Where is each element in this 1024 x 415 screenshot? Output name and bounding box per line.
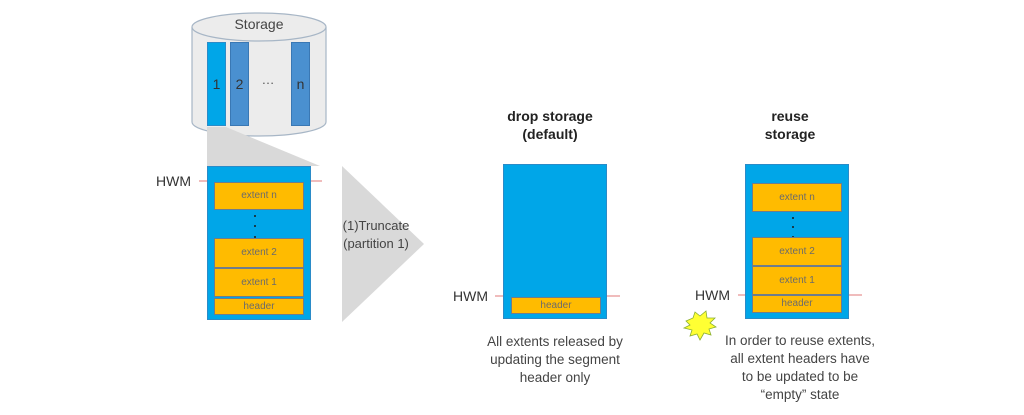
reuse-storage-title-line-1: reuse — [771, 108, 809, 124]
partition-2-label: 2 — [235, 76, 244, 92]
ellipsis-dot — [254, 236, 256, 238]
reuse-storage-caption: In order to reuse extents, all extent he… — [700, 332, 900, 404]
starburst-icon — [682, 310, 717, 341]
partition-n[interactable]: n — [291, 42, 310, 126]
storage-label: Storage — [234, 16, 284, 32]
drop-storage-title: drop storage (default) — [480, 107, 620, 143]
caption-line: In order to reuse extents, — [724, 333, 876, 348]
drop-storage-title-line-1: drop storage — [507, 108, 593, 124]
reuse-storage-title: reuse storage — [730, 107, 850, 143]
extent-2[interactable]: extent 2 — [752, 237, 842, 266]
ellipsis-dot — [254, 215, 256, 217]
reuse-storage-title-line-2: storage — [764, 126, 816, 142]
extent-1[interactable]: extent 1 — [752, 266, 842, 295]
partition-1-label: 1 — [212, 76, 221, 92]
truncate-label: (1)Truncate (partition 1) — [328, 217, 424, 253]
hwm-label-drop: HWM — [453, 288, 488, 304]
partition-2[interactable]: 2 — [230, 42, 249, 126]
hwm-label-before: HWM — [156, 173, 191, 189]
caption-line: to be updated to be — [741, 369, 859, 384]
partition-n-label: n — [296, 76, 305, 92]
extent-n[interactable]: extent n — [214, 182, 304, 210]
truncate-line-2: (partition 1) — [343, 236, 409, 251]
partition-ellipsis: … — [261, 72, 275, 87]
caption-line: All extents released by — [487, 334, 623, 349]
header[interactable]: header — [752, 295, 842, 313]
caption-line: updating the segment — [490, 352, 620, 367]
segment-reuse[interactable]: extent n extent 2 extent 1 header — [745, 164, 849, 319]
drop-storage-caption: All extents released by updating the seg… — [465, 333, 645, 387]
caption-line: header only — [519, 370, 591, 385]
partition-1[interactable]: 1 — [207, 42, 226, 126]
truncate-arrow — [342, 166, 424, 322]
caption-line: all extent headers have — [730, 351, 870, 366]
zoom-projection — [207, 127, 320, 166]
header[interactable]: header — [214, 298, 304, 315]
ellipsis-dot — [792, 217, 794, 219]
extent-n[interactable]: extent n — [752, 183, 842, 212]
segment-before[interactable]: extent n extent 2 extent 1 header — [207, 166, 311, 320]
drop-storage-title-line-2: (default) — [522, 126, 578, 142]
hwm-label-reuse: HWM — [695, 287, 730, 303]
truncate-line-1: (1)Truncate — [342, 218, 410, 233]
header[interactable]: header — [511, 297, 601, 314]
extent-1[interactable]: extent 1 — [214, 268, 304, 297]
extent-2[interactable]: extent 2 — [214, 238, 304, 268]
segment-drop[interactable]: header — [503, 164, 607, 319]
ellipsis-dot — [792, 226, 794, 228]
ellipsis-dot — [254, 225, 256, 227]
caption-line: “empty” state — [760, 387, 840, 402]
